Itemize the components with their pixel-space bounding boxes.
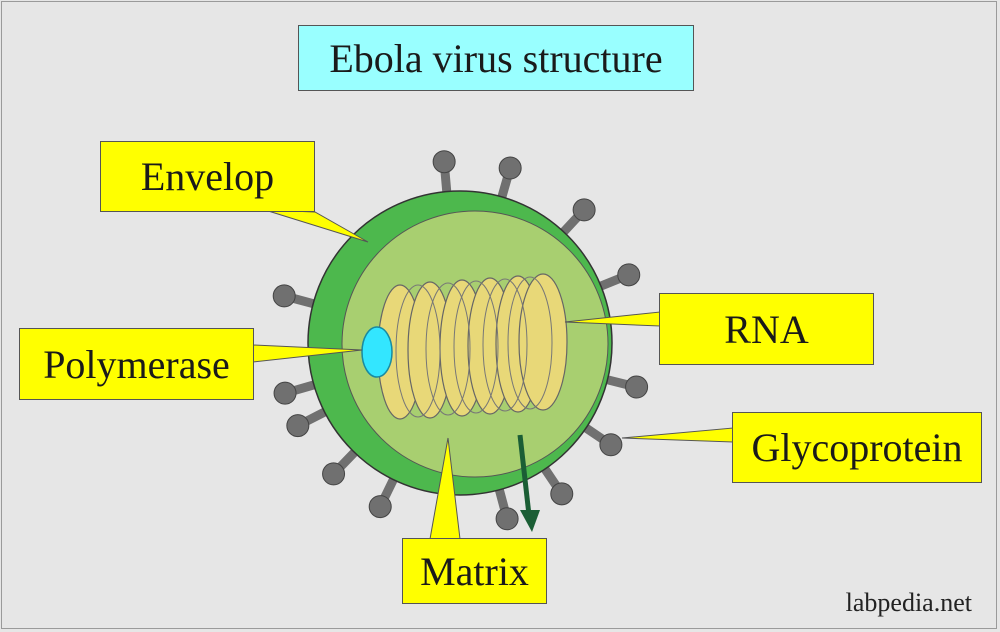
glycoprotein-head (286, 414, 310, 438)
glycoprotein-head (625, 375, 649, 399)
credit-text: labpedia.net (845, 588, 972, 617)
glycoprotein-head (273, 381, 297, 405)
glycoprotein-head (617, 263, 641, 287)
glycoprotein-head (322, 462, 346, 486)
diagram-title: Ebola virus structure (298, 25, 694, 91)
polymerase-particle (361, 326, 393, 378)
glycoprotein-head (572, 198, 596, 222)
glycoprotein-spikes (272, 150, 649, 536)
glycoprotein-head (550, 482, 574, 506)
callout-pointers (252, 209, 734, 540)
envelop-pointer (264, 209, 369, 243)
glycoprotein-head (432, 150, 456, 174)
label-rna: RNA (659, 293, 874, 365)
glycoprotein-head (495, 507, 519, 531)
label-envelop: Envelop (100, 141, 315, 212)
glycoprotein-head (498, 156, 522, 180)
glycoprotein-head (368, 495, 392, 519)
rna-coil (377, 273, 568, 420)
label-glycoprotein: Glycoprotein (732, 412, 982, 483)
label-polymerase: Polymerase (19, 328, 254, 400)
rna-coil-outline (395, 276, 553, 418)
glycoprotein-pointer (621, 427, 734, 443)
glycoprotein-head (599, 433, 623, 457)
glycoprotein-head (272, 284, 296, 308)
label-matrix: Matrix (402, 538, 547, 604)
matrix-arrow (517, 434, 540, 532)
